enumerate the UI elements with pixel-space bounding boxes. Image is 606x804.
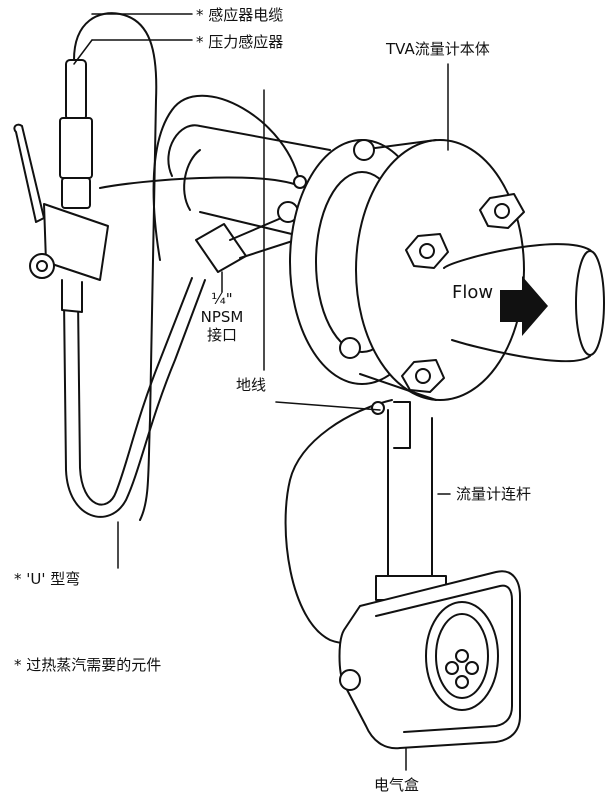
flow-arrow-icon [500, 276, 548, 336]
flange-bolts [339, 139, 525, 393]
ground-wire-curve [152, 94, 301, 261]
u-bend-tube [63, 279, 206, 518]
npsm-fitting [195, 223, 247, 273]
npsm-port-label: 接口 [206, 326, 237, 344]
npsm-fraction-label: ¼" [211, 290, 233, 308]
leader-lines [73, 13, 451, 771]
flowmeter-stem [387, 409, 433, 581]
flowmeter-body-label: TVA流量计本体 [386, 40, 490, 58]
u-bend-label: * 'U' 型弯 [14, 570, 81, 588]
upstream-pipe [167, 124, 331, 177]
sensor-cable-label: * 感应器电缆 [196, 6, 284, 24]
display-buttons [445, 649, 479, 689]
npsm-label: NPSM [200, 308, 244, 326]
ground-wire-label: 地线 [236, 376, 267, 394]
electronics-box-label: 电气盒 [374, 776, 420, 794]
pressure-sensor-label: * 压力感应器 [196, 33, 284, 51]
superheated-note: * 过热蒸汽需要的元件 [14, 656, 162, 674]
downstream-flange [355, 139, 525, 401]
flowmeter-stem-label: 流量计连杆 [456, 485, 532, 503]
flow-label: Flow [452, 282, 493, 303]
sensor-cable [73, 12, 158, 521]
valve-handle [13, 123, 45, 223]
pressure-sensor [65, 59, 87, 121]
